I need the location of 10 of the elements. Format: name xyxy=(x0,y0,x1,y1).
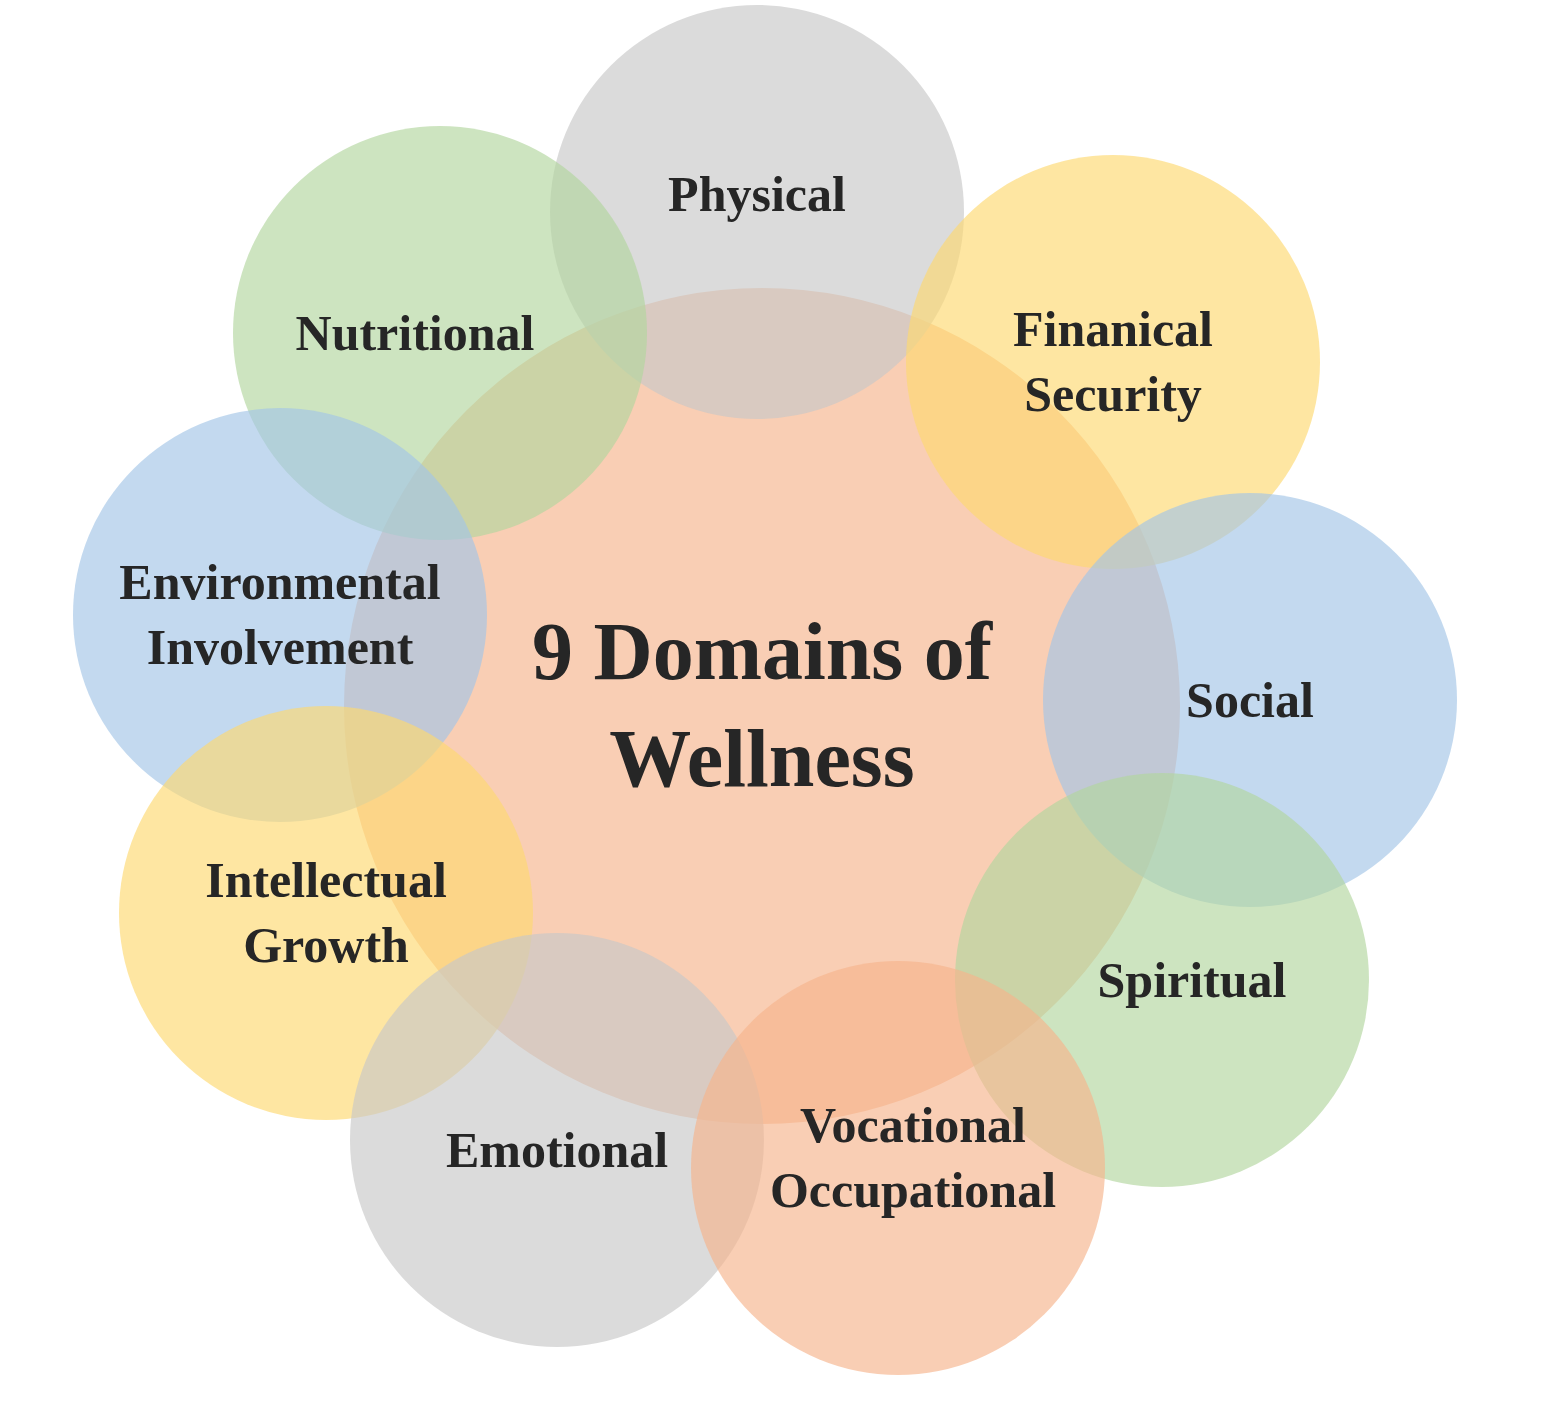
center-title: 9 Domains of Wellness xyxy=(530,605,994,806)
domain-label: Emotional xyxy=(444,1120,670,1180)
domain-label: Vocational Occupational xyxy=(768,1096,1058,1220)
domain-label: Finanical Security xyxy=(1012,300,1214,424)
domain-label: Intellectual Growth xyxy=(204,851,448,975)
domain-label: Spiritual xyxy=(1096,950,1288,1010)
domain-label: Nutritional xyxy=(294,303,536,363)
domain-label: Physical xyxy=(667,164,847,224)
domain-label: Environmental Involvement xyxy=(118,553,442,677)
domain-label: Social xyxy=(1185,670,1315,730)
